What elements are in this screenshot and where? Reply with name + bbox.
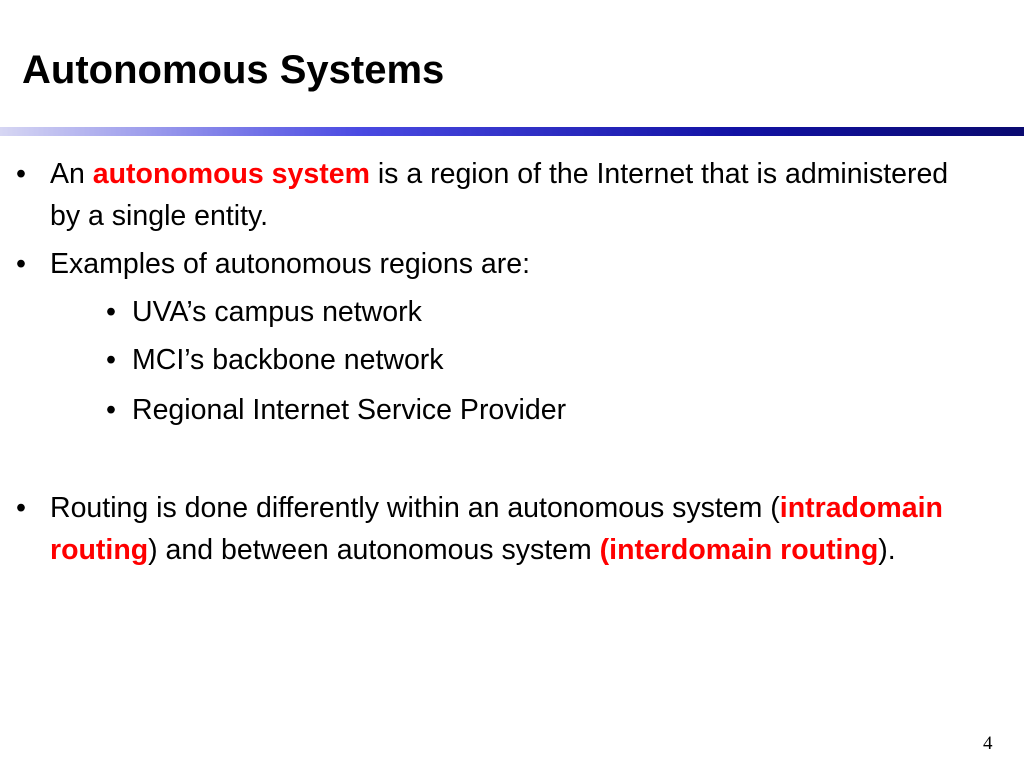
- sub-bullet-text: MCI’s backbone network: [132, 344, 444, 376]
- bullet-autonomous-system-definition: • An autonomous system is a region of the…: [16, 153, 970, 237]
- bullet-dot-icon: •: [16, 158, 26, 190]
- page-number: 4: [983, 733, 993, 754]
- highlight-autonomous-system: autonomous system: [92, 158, 370, 190]
- bullet-dot-icon: •: [16, 492, 26, 524]
- bullet-text-post: is a region of the Internet that is admi…: [50, 158, 949, 232]
- bullet-text-mid: ) and between autonomous system: [148, 534, 600, 566]
- sub-bullet-dot-icon: •: [106, 296, 116, 328]
- bullet-routing-differences: • Routing is done differently within an a…: [16, 487, 970, 571]
- bullet-text-pre: An: [50, 158, 93, 190]
- highlight-interdomain-routing: (interdomain routing: [599, 534, 879, 566]
- slide-title: Autonomous Systems: [22, 48, 445, 92]
- sub-bullet-text: UVA’s campus network: [132, 296, 422, 328]
- bullet-examples: • Examples of autonomous regions are:: [16, 243, 970, 285]
- bullet-text: Examples of autonomous regions are:: [50, 248, 531, 280]
- title-underline-bar: [0, 127, 1024, 136]
- sub-bullet-regional-isp: • Regional Internet Service Provider: [106, 389, 972, 431]
- sub-bullet-mci-backbone-network: • MCI’s backbone network: [106, 339, 972, 381]
- bullet-text-pre: Routing is done differently within an au…: [50, 492, 780, 524]
- bullet-text-post: ).: [878, 534, 896, 566]
- sub-bullet-text: Regional Internet Service Provider: [132, 394, 567, 426]
- sub-bullet-dot-icon: •: [106, 344, 116, 376]
- sub-bullet-uva-campus-network: • UVA’s campus network: [106, 291, 972, 333]
- bullet-dot-icon: •: [16, 248, 26, 280]
- sub-bullet-dot-icon: •: [106, 394, 116, 426]
- highlight-intradomain-routing: intradomain routing: [50, 492, 943, 566]
